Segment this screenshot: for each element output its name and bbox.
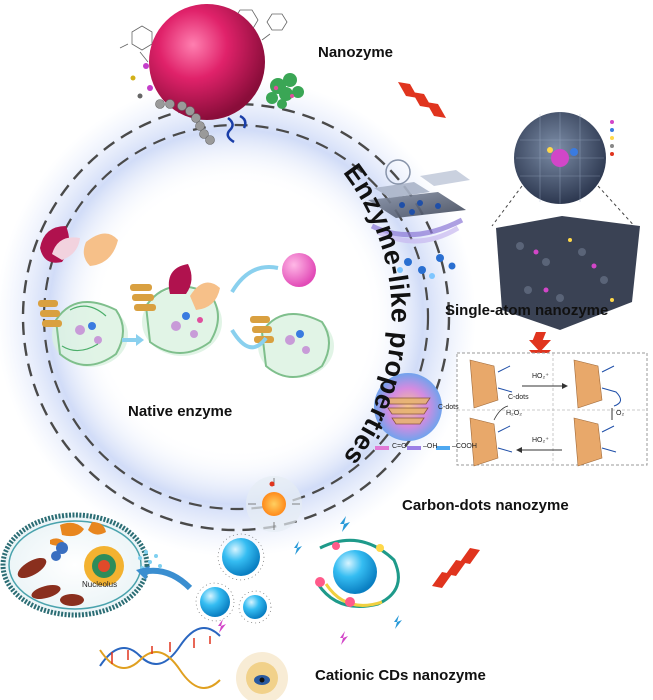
- label-nanozyme: Nanozyme: [318, 44, 394, 61]
- h2o2-label: H₂O₂: [506, 410, 522, 417]
- carbon-dots-panel: [456, 352, 648, 467]
- cdots-particle-icon: [374, 373, 442, 441]
- label-carbon-dots-nanozyme: Carbon-dots nanozyme: [402, 497, 569, 514]
- label-native-enzyme: Native enzyme: [128, 403, 233, 420]
- single-atom-globe-icon: [491, 112, 640, 330]
- cationic-cds-particles: [99, 516, 402, 700]
- outer-dashed-ring: [21, 102, 451, 532]
- cdots-legend: [375, 446, 450, 450]
- cdots-blob-label: C-dots: [438, 404, 459, 411]
- arrow-nanozyme-to-single-atom-icon: [398, 82, 446, 118]
- arrow-carbon-dots-to-cationic-icon: [432, 548, 480, 588]
- legend-co: C=O: [392, 443, 407, 450]
- ho2-label-bottom: HO₂⁺: [532, 437, 549, 444]
- legend-cooh: –COOH: [452, 443, 477, 450]
- nanozyme-sphere-icon: [119, 4, 304, 145]
- graphene-sheets-icon: [368, 159, 470, 279]
- nucleolus-label: Nucleolus: [82, 580, 118, 589]
- label-single-atom-nanozyme: Single-atom nanozyme: [445, 302, 609, 319]
- inner-dashed-ring: [42, 123, 430, 511]
- o2-label: O₂: [616, 410, 625, 417]
- legend-oh: –OH: [423, 443, 438, 450]
- cell-icon: [0, 512, 193, 618]
- cdots-panel-label: C-dots: [508, 394, 529, 401]
- halo-ring: [0, 77, 476, 557]
- orange-nanoparticle-icon: [246, 476, 302, 532]
- ho2-label-top: HO₂⁺: [532, 373, 549, 380]
- native-enzyme-illustration: [38, 226, 334, 378]
- label-cationic-cds-nanozyme: Cationic CDs nanozyme: [315, 667, 486, 684]
